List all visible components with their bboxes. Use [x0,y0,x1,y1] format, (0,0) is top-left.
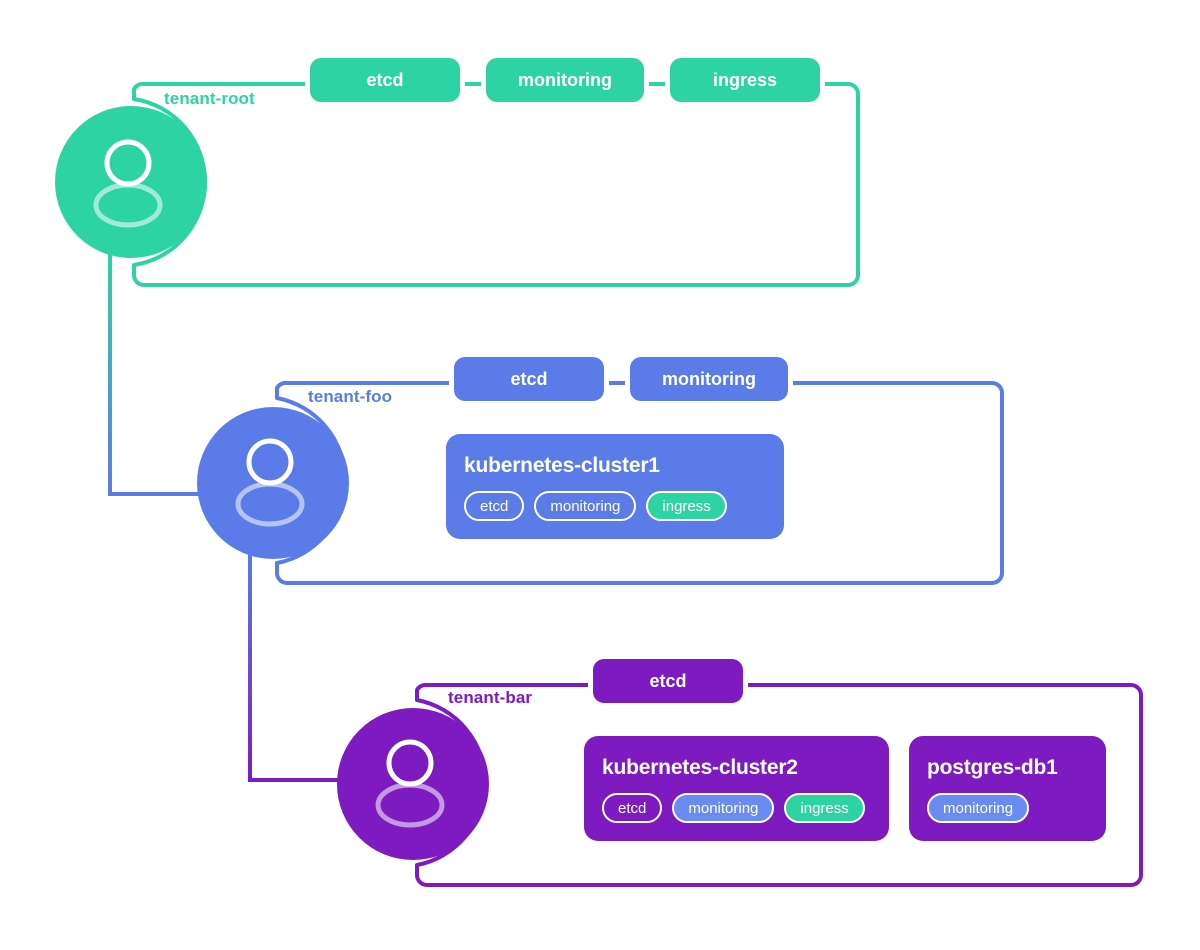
capability-pill-monitoring[interactable]: monitoring [927,793,1030,824]
capability-pill-ingress[interactable]: ingress [784,793,865,824]
tenant-root-capability-monitoring[interactable]: monitoring [486,58,644,102]
capability-pill-etcd[interactable]: etcd [464,491,525,522]
tenant-foo-capability-etcd[interactable]: etcd [454,357,604,401]
tenant-bar-capability-etcd[interactable]: etcd [593,659,743,703]
resource-card-postgres-db1[interactable]: postgres-db1 monitoring [909,736,1106,842]
capability-pill-row: etcd monitoring ingress [602,793,871,824]
tenant-root-capability-etcd[interactable]: etcd [310,58,460,102]
capability-pill-row: monitoring [927,793,1088,824]
capability-pill-row: etcd monitoring ingress [464,491,766,522]
tenant-foo-capability-monitoring[interactable]: monitoring [630,357,788,401]
resource-card-kubernetes-cluster2[interactable]: kubernetes-cluster2 etcd monitoring ingr… [584,736,889,842]
capability-pill-monitoring[interactable]: monitoring [672,793,775,824]
connector-root-to-foo [108,250,200,496]
resource-card-kubernetes-cluster1[interactable]: kubernetes-cluster1 etcd monitoring ingr… [446,434,784,540]
capability-pill-monitoring[interactable]: monitoring [534,491,637,522]
tenant-foo-label: tenant-foo [308,387,393,406]
connector-foo-to-bar [248,552,340,782]
tenant-root-capability-ingress[interactable]: ingress [670,58,820,102]
resource-card-title: kubernetes-cluster1 [464,454,660,477]
capability-pill-ingress[interactable]: ingress [646,491,727,522]
resource-card-title: postgres-db1 [927,756,1058,779]
user-avatar-body-icon [375,782,445,828]
capability-pill-etcd[interactable]: etcd [602,793,663,824]
user-avatar-body-icon [235,481,305,527]
user-avatar-body-icon [93,182,163,228]
tenant-root-label: tenant-root [164,89,255,108]
tenant-bar-label: tenant-bar [448,688,533,707]
resource-card-title: kubernetes-cluster2 [602,756,798,779]
